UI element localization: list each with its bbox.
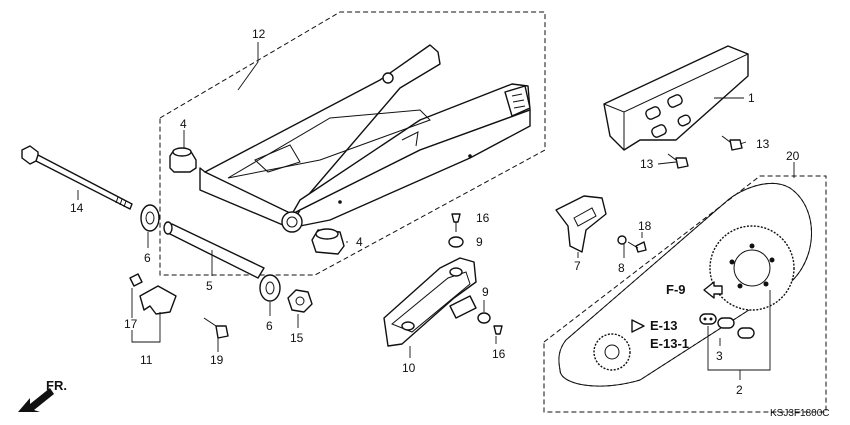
callout-17: 17 <box>124 317 138 331</box>
callout-13-right: 13 <box>756 137 770 151</box>
chain-guide-clip-part <box>139 285 177 315</box>
master-link-part <box>699 313 755 339</box>
swingarm-part <box>199 44 531 233</box>
callout-9-lower: 9 <box>482 285 489 299</box>
callout-labels: 12 1 13 13 4 4 14 6 5 6 15 17 11 19 10 1… <box>70 27 800 397</box>
chain-guide-plate-part <box>555 195 607 253</box>
swingarm-group-outline <box>159 11 546 276</box>
leader-lines <box>77 42 795 380</box>
callout-4-lower: 4 <box>356 235 363 249</box>
chain-case-part <box>603 45 749 151</box>
chain-slider-part <box>383 257 477 347</box>
callout-16-lower: 16 <box>492 347 506 361</box>
bolt-13-right-part <box>721 135 743 151</box>
callout-5: 5 <box>206 279 213 293</box>
bolt-18-part <box>627 241 647 253</box>
callout-11: 11 <box>140 353 153 367</box>
pivot-collar-part <box>163 221 265 279</box>
washer-9-lower-part <box>477 312 491 324</box>
pivot-bolt-part <box>21 145 133 210</box>
callout-6-left: 6 <box>144 251 151 265</box>
clip-nut-part <box>129 273 143 287</box>
callout-16-upper: 16 <box>476 211 490 225</box>
callout-2: 2 <box>736 383 743 397</box>
bushing-lower-part <box>311 228 345 255</box>
callout-10: 10 <box>402 361 416 375</box>
ref-e13-1[interactable]: E-13-1 <box>650 336 689 351</box>
callout-7: 7 <box>574 259 581 273</box>
front-direction-arrow-icon <box>18 388 54 412</box>
callout-20: 20 <box>786 149 800 163</box>
washer-9-upper-part <box>448 236 464 248</box>
rear-sprocket-part <box>709 225 795 311</box>
pivot-nut-part <box>287 289 313 313</box>
washer-8-part <box>617 235 627 245</box>
callout-1: 1 <box>748 91 755 105</box>
diagram-code: KSJ3F1800C <box>770 408 829 419</box>
callout-4-upper: 4 <box>180 117 187 131</box>
bushing-upper-part <box>169 147 197 173</box>
bolt-16-lower-part <box>493 325 503 335</box>
callout-18: 18 <box>638 219 652 233</box>
callout-9-upper: 9 <box>476 235 483 249</box>
bolt-13-left-part <box>667 153 689 169</box>
ref-arrow-f9-icon <box>703 281 723 299</box>
callout-8: 8 <box>618 261 625 275</box>
washer-right-part <box>259 274 281 302</box>
callout-14: 14 <box>70 201 84 215</box>
ref-f9[interactable]: F-9 <box>666 282 686 297</box>
ref-arrow-e13-icon <box>631 319 645 333</box>
callout-13-left: 13 <box>640 157 654 171</box>
bolt-19-part <box>203 317 229 339</box>
front-direction-label: FR. <box>46 378 67 393</box>
callout-19: 19 <box>210 353 224 367</box>
washer-left-part <box>140 204 160 232</box>
drive-chain-part <box>558 183 812 387</box>
callout-12: 12 <box>252 27 266 41</box>
callout-15: 15 <box>290 331 304 345</box>
callout-3: 3 <box>716 349 723 363</box>
ref-e13[interactable]: E-13 <box>650 318 677 333</box>
callout-6-right: 6 <box>266 319 273 333</box>
front-sprocket-part <box>593 333 631 371</box>
